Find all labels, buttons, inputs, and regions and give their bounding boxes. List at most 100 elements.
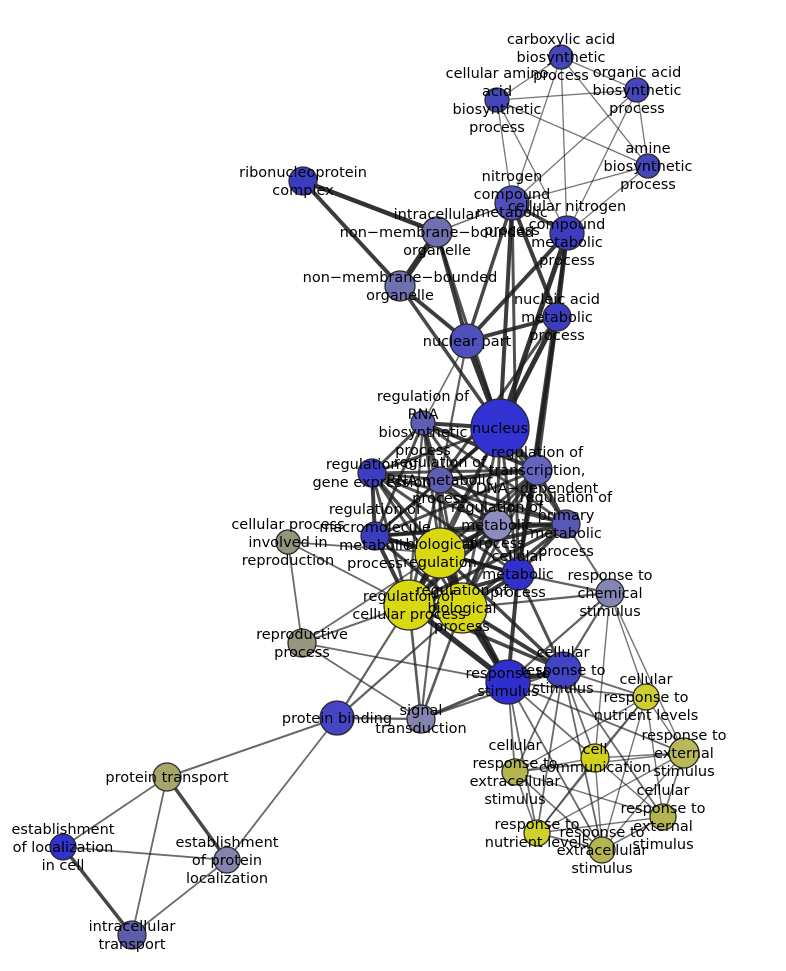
node-response-to-chemical-stimulus[interactable]	[595, 578, 625, 608]
edge-amine-biosynthetic-process--nitrogen-compound-metabolic-process	[511, 165, 649, 204]
node-regulation-of-transcription-dna-dependent[interactable]	[521, 454, 553, 486]
node-regulation-of-gene-expression[interactable]	[357, 458, 387, 488]
edge-cellular-response-to-extracellular-stimulus--response-to-extracellular-stimulus	[514, 771, 603, 851]
node-regulation-of-biological-process[interactable]	[436, 582, 488, 634]
node-regulation-of-macromolecule-metabolic-process[interactable]	[360, 521, 390, 551]
node-nucleus[interactable]	[470, 398, 530, 458]
node-nuclear-part[interactable]	[449, 323, 485, 359]
node-cellular-response-to-extracellular-stimulus[interactable]	[501, 758, 529, 786]
edge-nucleic-acid-metabolic-process--regulation-of-transcription-dna-dependent	[535, 316, 559, 471]
edge-regulation-of-rna-metabolic-process--regulation-of-primary-metabolic-process	[439, 478, 567, 526]
node-nitrogen-compound-metabolic-process[interactable]	[494, 185, 530, 221]
node-carboxylic-acid-biosynthetic-process[interactable]	[548, 44, 574, 70]
node-regulation-of-rna-metabolic-process[interactable]	[426, 466, 454, 494]
edge-organic-acid-biosynthetic-process--cellular-nitrogen-compound-metabolic-process	[566, 89, 638, 234]
node-response-to-external-stimulus[interactable]	[668, 737, 700, 769]
node-amine-biosynthetic-process[interactable]	[635, 153, 661, 179]
node-cellular-metabolic-process[interactable]	[501, 557, 535, 591]
node-cellular-response-to-external-stimulus[interactable]	[649, 803, 677, 831]
node-regulation-of-metabolic-process[interactable]	[481, 509, 513, 541]
edge-nucleic-acid-metabolic-process--nitrogen-compound-metabolic-process	[510, 202, 559, 318]
edge-response-to-stimulus--response-to-extracellular-stimulus	[507, 681, 603, 851]
node-intracellular-transport[interactable]	[117, 920, 147, 950]
edge-organic-acid-biosynthetic-process--cellular-amino-acid-biosynthetic-process	[496, 89, 638, 101]
edge-organic-acid-biosynthetic-process--amine-biosynthetic-process	[636, 89, 649, 167]
edge-protein-transport--establishment-of-protein-localization	[165, 775, 229, 862]
edge-cellular-amino-acid-biosynthetic-process--cellular-nitrogen-compound-metabolic-process	[496, 99, 568, 234]
node-regulation-of-primary-metabolic-process[interactable]	[551, 509, 581, 539]
edge-ribonucleoprotein-complex--non-membrane-bounded-organelle	[301, 179, 402, 288]
edge-carboxylic-acid-biosynthetic-process--nitrogen-compound-metabolic-process	[511, 56, 562, 204]
edge-biological-regulation--reproductive-process	[301, 552, 441, 644]
edge-carboxylic-acid-biosynthetic-process--cellular-nitrogen-compound-metabolic-process	[560, 56, 568, 234]
edge-cellular-nitrogen-compound-metabolic-process--cellular-metabolic-process	[516, 232, 569, 575]
node-regulation-of-cellular-process[interactable]	[383, 579, 435, 631]
node-biological-regulation[interactable]	[414, 527, 466, 579]
edge-regulation-of-transcription-dna-dependent--regulation-of-gene-expression	[371, 468, 538, 475]
edge-carboxylic-acid-biosynthetic-process--amine-biosynthetic-process	[560, 56, 649, 167]
node-cell-communication[interactable]	[580, 743, 610, 773]
node-response-to-nutrient-levels[interactable]	[523, 819, 551, 847]
edge-regulation-of-rna-biosynthetic-process--regulation-of-cellular-process	[407, 422, 425, 606]
node-cellular-amino-acid-biosynthetic-process[interactable]	[484, 87, 510, 113]
edge-regulation-of-rna-biosynthetic-process--regulation-of-metabolic-process	[421, 422, 499, 526]
edge-response-to-chemical-stimulus--response-to-external-stimulus	[609, 592, 685, 754]
node-cellular-nitrogen-compound-metabolic-process[interactable]	[549, 215, 585, 251]
node-protein-binding[interactable]	[319, 700, 355, 736]
node-response-to-stimulus[interactable]	[485, 659, 531, 705]
label-protein-transport: protein transport	[105, 770, 228, 786]
edge-cellular-amino-acid-biosynthetic-process--amine-biosynthetic-process	[496, 99, 649, 167]
node-establishment-of-protein-localization[interactable]	[213, 846, 241, 874]
node-cellular-response-to-nutrient-levels[interactable]	[632, 683, 660, 711]
edge-establishment-of-localization-in-cell--intracellular-transport	[61, 845, 134, 937]
label-protein-binding: protein binding	[282, 711, 392, 727]
node-nucleic-acid-metabolic-process[interactable]	[542, 302, 572, 332]
node-regulation-of-rna-biosynthetic-process[interactable]	[410, 410, 436, 436]
node-cellular-response-to-stimulus[interactable]	[544, 651, 582, 689]
edge-cellular-response-to-external-stimulus--response-to-nutrient-levels	[536, 816, 664, 834]
edge-ribonucleoprotein-complex--intracellular-non-membrane-bounded-organelle	[302, 178, 438, 235]
edge-regulation-of-transcription-dna-dependent--regulation-of-macromolecule-metabolic-process	[374, 468, 538, 538]
edge-cellular-response-to-stimulus--cellular-response-to-extracellular-stimulus	[514, 669, 564, 773]
node-protein-transport[interactable]	[152, 762, 182, 792]
node-signal-transduction[interactable]	[406, 704, 436, 734]
node-ribonucleoprotein-complex[interactable]	[288, 166, 318, 196]
node-organic-acid-biosynthetic-process[interactable]	[624, 77, 650, 103]
node-response-to-extracellular-stimulus[interactable]	[588, 836, 616, 864]
node-reproductive-process[interactable]	[287, 628, 317, 658]
label-nuclear-part: nuclear part	[423, 334, 512, 350]
edge-nucleus--cellular-nitrogen-compound-metabolic-process	[497, 232, 570, 429]
edge-cellular-process-involved-in-reproduction--reproductive-process	[287, 541, 303, 644]
edge-response-to-external-stimulus--response-to-extracellular-stimulus	[601, 752, 685, 851]
node-non-membrane-bounded-organelle[interactable]	[384, 270, 416, 302]
node-cellular-process-involved-in-reproduction[interactable]	[275, 529, 301, 555]
node-intracellular-non-membrane-bounded-organelle[interactable]	[421, 216, 453, 248]
edge-cellular-response-to-nutrient-levels--cellular-response-to-extracellular-stimulus	[514, 696, 647, 773]
edge-protein-binding--regulation-of-biological-process	[336, 607, 463, 719]
node-establishment-of-localization-in-cell[interactable]	[49, 833, 77, 861]
